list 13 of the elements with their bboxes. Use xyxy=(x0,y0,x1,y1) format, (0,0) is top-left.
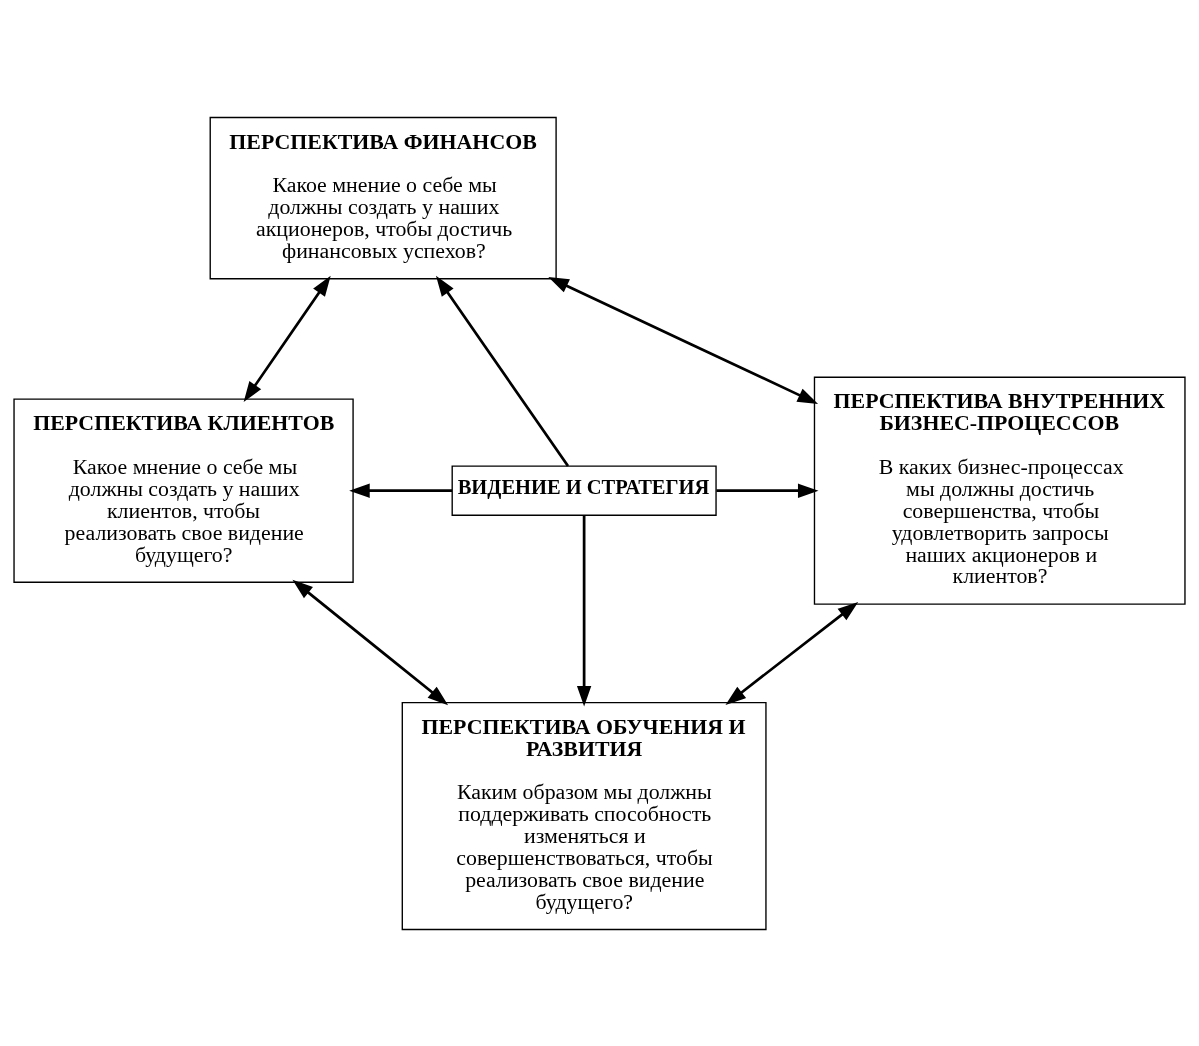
arrow xyxy=(349,483,453,498)
arrow xyxy=(435,275,570,467)
arrow xyxy=(548,276,819,404)
arrow xyxy=(725,601,859,705)
node-box: ПЕРСПЕКТИВА ФИНАНСОВ Какое мнение о себе мы должны создать у наших акционеров, чтобы достичь финансовых успехов? xyxy=(209,116,557,279)
node-box: ПЕРСПЕКТИВА КЛИЕНТОВ Какое мнение о себе мы должны создать у наших клиентов, чтобы реализовать свое видение будущего? xyxy=(13,397,354,583)
arrow xyxy=(243,275,331,402)
arrow xyxy=(576,515,592,706)
arrow xyxy=(716,483,819,498)
node-box: ВИДЕНИЕ И СТРАТЕГИЯ xyxy=(451,464,717,516)
node-box: ПЕРСПЕКТИВА ВНУТРЕННИХ БИЗНЕС-ПРОЦЕССОВ В каких бизнес-процессах мы должны достичь совершенства, чтобы удовлетворить запросы наших акционеров и клиентов? xyxy=(813,376,1186,605)
arrow xyxy=(292,579,449,705)
node-box: ПЕРСПЕКТИВА ОБУЧЕНИЯ И РАЗВИТИЯ Каким образом мы должны поддерживать способность изменяться и совершенствоваться, чтобы реализовать свое видение будущего? xyxy=(401,701,767,930)
